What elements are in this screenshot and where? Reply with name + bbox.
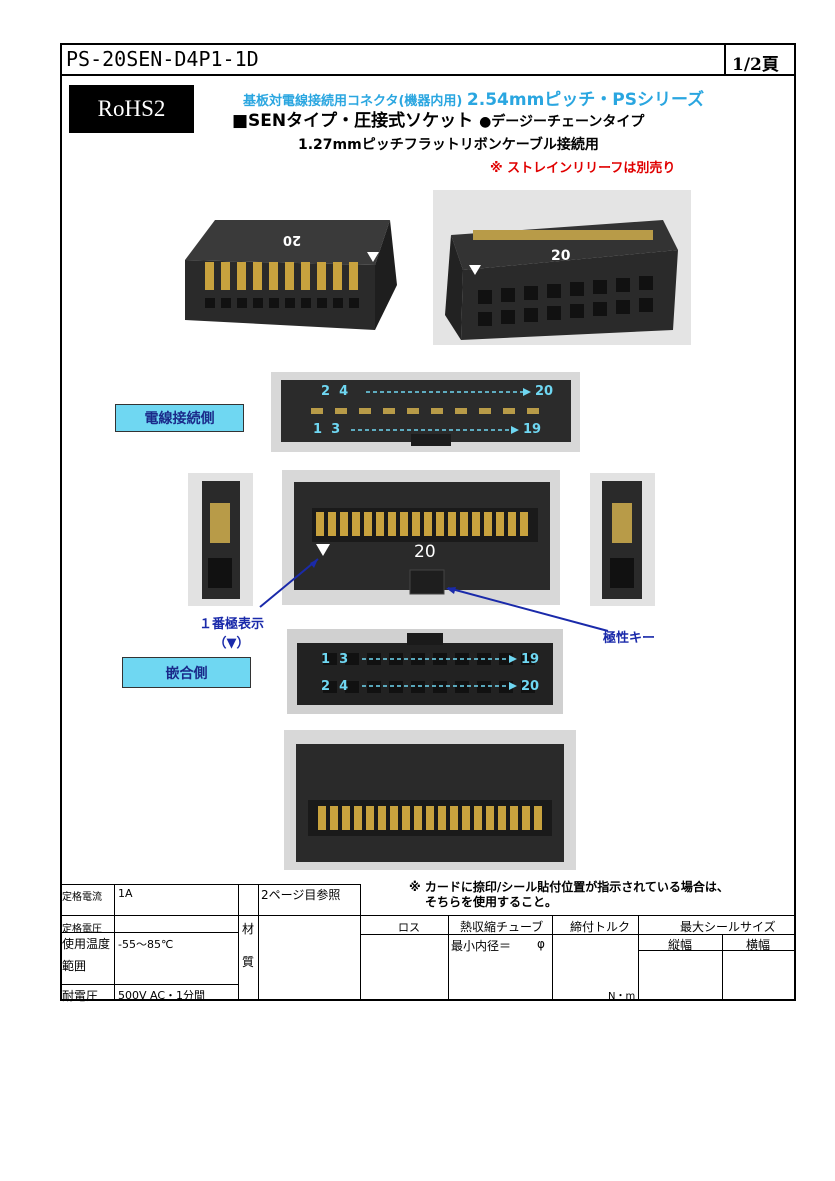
side-left-drawing bbox=[202, 481, 240, 599]
wire-top-pins: 2 4 bbox=[321, 384, 349, 399]
front-mark: 20 bbox=[414, 542, 436, 562]
right-iso-mark: 20 bbox=[551, 248, 571, 264]
rohs-badge: RoHS2 bbox=[69, 85, 194, 133]
mate-side-drawing bbox=[297, 633, 553, 705]
temp-label-2: 範囲 bbox=[62, 959, 87, 973]
col-lot: ロス bbox=[398, 921, 420, 934]
material-1: 材 bbox=[242, 922, 255, 936]
document-title: PS-20SEN-D4P1-1D bbox=[66, 47, 259, 71]
type-main: ■SENタイプ・圧接式ソケット bbox=[232, 111, 474, 131]
header-separator bbox=[724, 43, 726, 75]
pin1-line2: （▼） bbox=[213, 636, 250, 651]
callout-arrows bbox=[259, 558, 609, 632]
type-daisy: ●デージーチェーンタイプ bbox=[479, 114, 645, 130]
header-divider bbox=[60, 74, 796, 76]
photo-mate-side: 1 3 19 2 4 20 bbox=[287, 629, 563, 714]
ribbon-line: 1.27mmピッチフラットリボンケーブル接続用 bbox=[298, 137, 599, 153]
front-drawing bbox=[294, 482, 550, 595]
photo-connector-iso-left: 20 bbox=[175, 190, 403, 350]
photo-front: 20 bbox=[282, 470, 560, 605]
type-line: ■SENタイプ・圧接式ソケット ●デージーチェーンタイプ bbox=[232, 106, 644, 131]
photo-side-left bbox=[188, 473, 253, 606]
left-iso-mark: 20 bbox=[283, 232, 302, 247]
rated-current-label: 定格電流 bbox=[62, 892, 102, 903]
bottom-note: ※ カードに捺印/シール貼付位置が指示されている場合は、 そちらを使用すること。 bbox=[409, 880, 729, 910]
col-torque: 締付トルク bbox=[570, 920, 631, 934]
tube-min: 最小内径＝ bbox=[451, 939, 512, 953]
temp-value: -55～85℃ bbox=[118, 938, 174, 951]
material-2: 質 bbox=[242, 955, 255, 969]
mate-side-label: 嵌合側 bbox=[122, 657, 251, 688]
torque-unit: N・m bbox=[608, 991, 636, 1002]
photo-side-right bbox=[590, 473, 655, 606]
mate-top-pins: 1 3 bbox=[321, 652, 349, 667]
page-number: 1/2頁 bbox=[732, 55, 779, 75]
col-tube: 熱収縮チューブ bbox=[460, 920, 544, 934]
rated-voltage-label: 定格電圧 bbox=[62, 924, 102, 935]
photo-bottom bbox=[284, 730, 576, 870]
pin1-line1: １番極表示 bbox=[199, 617, 265, 632]
series-line: 基板対電線接続用コネクタ(機器内用) 2.54mmピッチ・PSシリーズ bbox=[243, 85, 704, 110]
note-line1: ※ カードに捺印/シール貼付位置が指示されている場合は、 bbox=[409, 880, 729, 894]
rated-current-value: 1A bbox=[118, 887, 133, 900]
photo-connector-iso-right: 20 bbox=[433, 190, 691, 345]
note-line2: そちらを使用すること。 bbox=[425, 895, 558, 909]
connector-iso-left-drawing bbox=[185, 220, 397, 330]
wire-side-drawing bbox=[281, 380, 571, 446]
wire-bottom-end: 19 bbox=[523, 422, 542, 437]
reference-text: 2ページ目参照 bbox=[261, 888, 341, 902]
withstand-value: 500V AC・1分間 bbox=[118, 989, 206, 1002]
side-right-drawing bbox=[602, 481, 642, 599]
series-small: 基板対電線接続用コネクタ(機器内用) bbox=[243, 94, 463, 109]
connector-iso-right-drawing bbox=[445, 220, 678, 340]
strain-relief-note: ※ ストレインリリーフは別売り bbox=[490, 161, 676, 176]
mate-bottom-end: 20 bbox=[521, 679, 540, 694]
wire-top-end: 20 bbox=[535, 384, 554, 399]
wire-side-label: 電線接続側 bbox=[115, 404, 244, 432]
col-seal: 最大シールサイズ bbox=[680, 920, 776, 934]
bottom-drawing bbox=[296, 744, 564, 862]
polarity-key-callout: 極性キー bbox=[603, 631, 656, 646]
withstand-label: 耐電圧 bbox=[62, 989, 99, 1003]
wire-bottom-pins: 1 3 bbox=[313, 422, 341, 437]
mate-bottom-pins: 2 4 bbox=[321, 679, 349, 694]
temp-label-1: 使用温度 bbox=[62, 937, 111, 951]
col-seal-h: 縦幅 bbox=[668, 938, 693, 952]
series-big: 2.54mmピッチ・PSシリーズ bbox=[466, 90, 705, 110]
mate-top-end: 19 bbox=[521, 652, 540, 667]
pin1-callout: １番極表示 （▼） bbox=[199, 613, 264, 651]
col-seal-w: 横幅 bbox=[746, 938, 771, 952]
document-frame bbox=[60, 43, 796, 1001]
photo-wire-side: 2 4 20 1 3 19 bbox=[271, 372, 580, 452]
tube-phi: φ bbox=[537, 937, 545, 951]
